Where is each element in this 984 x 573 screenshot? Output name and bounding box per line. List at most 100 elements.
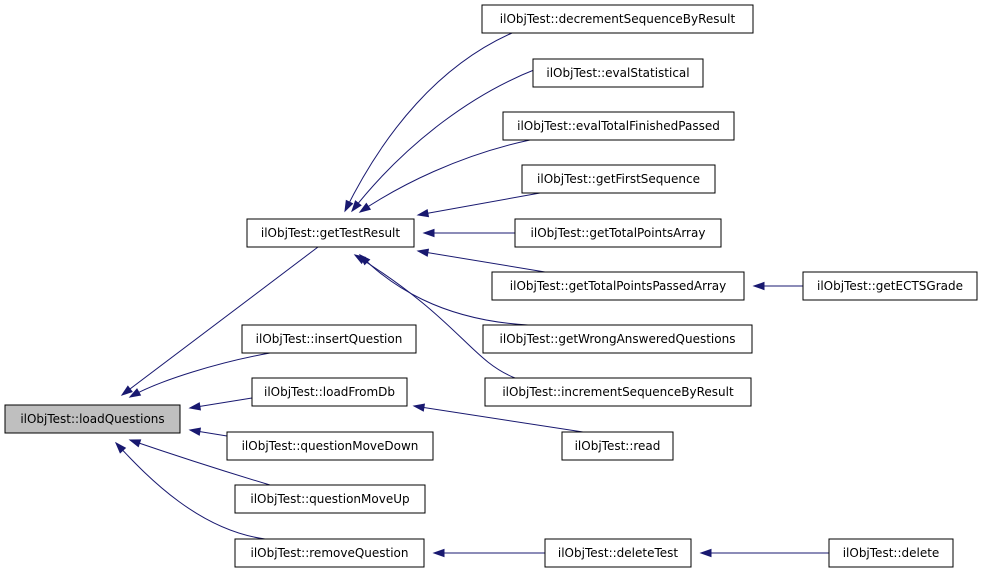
edge-line bbox=[121, 246, 319, 396]
node-box[interactable] bbox=[234, 538, 425, 568]
node-box[interactable] bbox=[226, 431, 434, 461]
arrow-head-icon bbox=[416, 248, 430, 257]
edge-line bbox=[359, 139, 531, 213]
node-delete[interactable]: ilObjTest::delete bbox=[828, 538, 954, 568]
node-label: ilObjTest::loadQuestions bbox=[20, 412, 164, 426]
node-label: ilObjTest::getFirstSequence bbox=[537, 172, 700, 186]
node-label: ilObjTest::evalStatistical bbox=[546, 66, 689, 80]
edge-removeQuestion-to-loadQuestions bbox=[114, 441, 266, 540]
node-loadFromDb[interactable]: ilObjTest::loadFromDb bbox=[251, 377, 408, 407]
edge-getECTSGrade-to-getTotalPointsPassedArray bbox=[752, 281, 803, 291]
node-questionMoveDown[interactable]: ilObjTest::questionMoveDown bbox=[226, 431, 434, 461]
edge-questionMoveDown-to-loadQuestions bbox=[188, 427, 228, 437]
node-box[interactable] bbox=[828, 538, 954, 568]
node-label: ilObjTest::questionMoveDown bbox=[242, 439, 419, 453]
node-box[interactable] bbox=[241, 324, 417, 354]
node-box[interactable] bbox=[802, 271, 978, 301]
edge-evalStatistical-to-getTestResult bbox=[351, 58, 567, 213]
node-box[interactable] bbox=[4, 404, 181, 434]
node-box[interactable] bbox=[561, 431, 674, 461]
node-questionMoveUp[interactable]: ilObjTest::questionMoveUp bbox=[234, 484, 426, 514]
node-label: ilObjTest::getTestResult bbox=[261, 226, 400, 240]
edge-deleteTest-to-removeQuestion bbox=[432, 548, 545, 558]
edge-incrementSequenceByResult-to-getTestResult bbox=[353, 254, 516, 379]
node-decrementSequenceByResult[interactable]: ilObjTest::decrementSequenceByResult bbox=[481, 4, 754, 34]
arrow-head-icon bbox=[120, 385, 133, 396]
node-layer: ilObjTest::loadQuestions ilObjTest::getTe… bbox=[4, 4, 978, 568]
node-removeQuestion[interactable]: ilObjTest::removeQuestion bbox=[234, 538, 425, 568]
node-box[interactable] bbox=[491, 271, 745, 301]
edge-evalTotalFinishedPassed-to-getTestResult bbox=[358, 139, 531, 213]
arrow-head-icon bbox=[351, 200, 362, 213]
edge-line bbox=[351, 58, 567, 212]
edge-decrementSequenceByResult-to-getTestResult bbox=[344, 32, 513, 213]
node-box[interactable] bbox=[484, 377, 752, 407]
node-loadQuestions[interactable]: ilObjTest::loadQuestions bbox=[4, 404, 181, 434]
edge-line bbox=[344, 32, 513, 212]
node-getTestResult[interactable]: ilObjTest::getTestResult bbox=[246, 218, 415, 248]
node-label: ilObjTest::incrementSequenceByResult bbox=[502, 385, 734, 399]
arrow-head-icon bbox=[114, 441, 127, 454]
node-box[interactable] bbox=[246, 218, 415, 248]
arrow-head-icon bbox=[422, 228, 435, 238]
node-box[interactable] bbox=[481, 4, 754, 34]
edge-loadFromDb-to-loadQuestions bbox=[188, 397, 253, 411]
arrow-head-icon bbox=[128, 439, 142, 448]
node-label: ilObjTest::read bbox=[575, 439, 661, 453]
edge-line bbox=[417, 250, 546, 273]
node-getWrongAnsweredQuestions[interactable]: ilObjTest::getWrongAnsweredQuestions bbox=[482, 324, 753, 354]
edge-line bbox=[354, 254, 516, 379]
edge-line bbox=[115, 442, 266, 540]
node-box[interactable] bbox=[521, 164, 716, 194]
edge-line bbox=[417, 192, 541, 216]
node-getFirstSequence[interactable]: ilObjTest::getFirstSequence bbox=[521, 164, 716, 194]
arrow-head-icon bbox=[188, 427, 202, 436]
node-label: ilObjTest::getECTSGrade bbox=[817, 279, 963, 293]
node-box[interactable] bbox=[502, 111, 735, 141]
edge-line bbox=[413, 405, 584, 433]
arrow-head-icon bbox=[353, 254, 367, 265]
arrow-head-icon bbox=[128, 388, 142, 398]
node-getECTSGrade[interactable]: ilObjTest::getECTSGrade bbox=[802, 271, 978, 301]
node-box[interactable] bbox=[482, 324, 753, 354]
node-getTotalPointsArray[interactable]: ilObjTest::getTotalPointsArray bbox=[514, 218, 722, 248]
node-box[interactable] bbox=[234, 484, 426, 514]
edge-read-to-loadFromDb bbox=[412, 403, 584, 433]
node-getTotalPointsPassedArray[interactable]: ilObjTest::getTotalPointsPassedArray bbox=[491, 271, 745, 301]
arrow-head-icon bbox=[416, 208, 430, 218]
node-insertQuestion[interactable]: ilObjTest::insertQuestion bbox=[241, 324, 417, 354]
node-box[interactable] bbox=[251, 377, 408, 407]
node-label: ilObjTest::removeQuestion bbox=[250, 546, 408, 560]
node-incrementSequenceByResult[interactable]: ilObjTest::incrementSequenceByResult bbox=[484, 377, 752, 407]
node-box[interactable] bbox=[514, 218, 722, 248]
node-evalTotalFinishedPassed[interactable]: ilObjTest::evalTotalFinishedPassed bbox=[502, 111, 735, 141]
edge-layer bbox=[114, 32, 829, 558]
node-box[interactable] bbox=[544, 538, 692, 568]
node-label: ilObjTest::getTotalPointsArray bbox=[531, 226, 706, 240]
node-label: ilObjTest::evalTotalFinishedPassed bbox=[517, 119, 720, 133]
edge-getTotalPointsPassedArray-to-getTestResult bbox=[416, 248, 546, 273]
arrow-head-icon bbox=[432, 548, 445, 558]
arrow-head-icon bbox=[752, 281, 765, 291]
arrow-head-icon bbox=[344, 199, 354, 213]
node-label: ilObjTest::loadFromDb bbox=[264, 385, 395, 399]
node-label: ilObjTest::getWrongAnsweredQuestions bbox=[500, 332, 736, 346]
node-read[interactable]: ilObjTest::read bbox=[561, 431, 674, 461]
node-label: ilObjTest::getTotalPointsPassedArray bbox=[510, 279, 726, 293]
node-evalStatistical[interactable]: ilObjTest::evalStatistical bbox=[532, 58, 704, 88]
edge-questionMoveUp-to-loadQuestions bbox=[128, 439, 271, 486]
edge-insertQuestion-to-loadQuestions bbox=[128, 352, 271, 398]
edge-delete-to-deleteTest bbox=[699, 548, 829, 558]
edge-getFirstSequence-to-getTestResult bbox=[416, 192, 541, 218]
node-box[interactable] bbox=[532, 58, 704, 88]
edge-line bbox=[129, 439, 271, 486]
node-label: ilObjTest::deleteTest bbox=[558, 546, 679, 560]
node-deleteTest[interactable]: ilObjTest::deleteTest bbox=[544, 538, 692, 568]
node-label: ilObjTest::delete bbox=[843, 546, 940, 560]
arrow-head-icon bbox=[699, 548, 712, 558]
edge-getTestResult-to-loadQuestions bbox=[120, 246, 319, 396]
edge-line bbox=[129, 352, 271, 398]
arrow-head-icon bbox=[188, 402, 202, 411]
node-label: ilObjTest::insertQuestion bbox=[256, 332, 403, 346]
